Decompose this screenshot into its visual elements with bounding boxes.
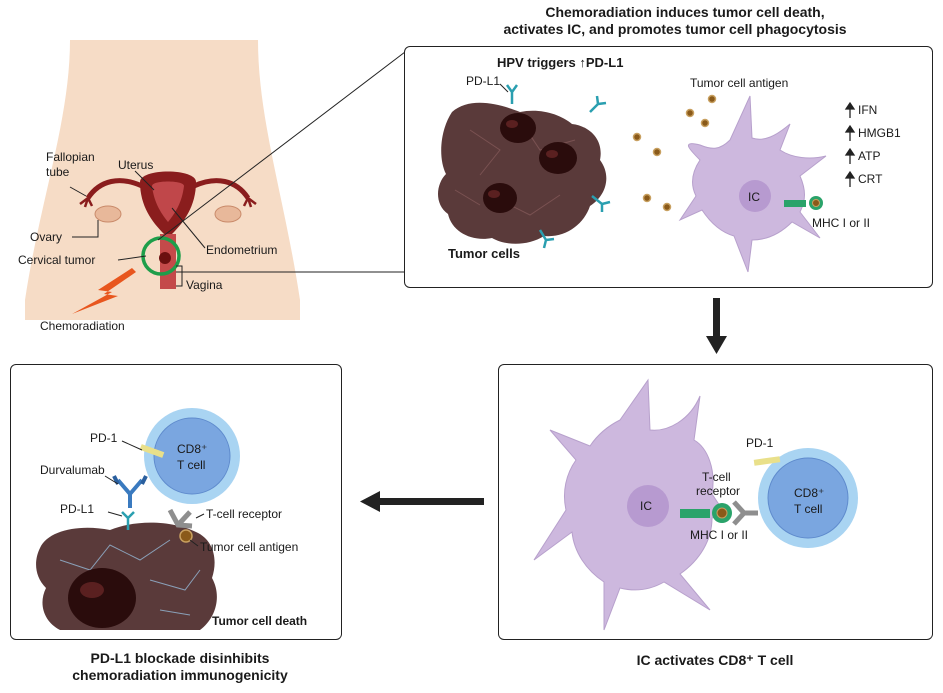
label-tumor-cell-death: Tumor cell death — [212, 614, 308, 628]
leader-vagina — [176, 265, 183, 287]
fallopian-tube-right — [192, 178, 251, 200]
label-ic-right: IC — [640, 499, 652, 513]
label-cd8-left-1: CD8⁺ — [177, 442, 208, 456]
label-durvalumab: Durvalumab — [40, 463, 105, 477]
top-title-line2: activates IC, and promotes tumor cell ph… — [503, 21, 847, 37]
label-cd8-right-1: CD8⁺ — [794, 486, 825, 500]
label-tcr-right-2: receptor — [696, 484, 741, 498]
tumor-antigen-left — [179, 529, 193, 543]
top-title-line1: Chemoradiation induces tumor cell death, — [545, 4, 825, 20]
label-tumor-cells: Tumor cells — [448, 246, 521, 261]
leader-endometrium — [171, 207, 206, 249]
fimbriae-left — [79, 197, 94, 208]
down-arrow-icon — [706, 298, 727, 354]
caption-left-line2: chemoradiation immunogenicity — [72, 667, 288, 683]
label-mhc-right: MHC I or II — [690, 528, 749, 542]
tcr-icon-left — [167, 508, 193, 529]
label-pd1-right: PD-1 — [746, 436, 774, 450]
label-fallopian-1: Fallopian — [46, 150, 95, 164]
tumor-nucleus-2 — [539, 142, 577, 174]
pd1-icon-right — [753, 456, 781, 466]
hpv-triggers-label: HPV triggers ↑PD-L1 — [497, 55, 624, 70]
tcr-icon-right — [732, 500, 758, 526]
label-endometrium: Endometrium — [206, 243, 278, 257]
label-fallopian-2: tube — [46, 165, 70, 179]
marker-atp: ATP — [858, 149, 881, 163]
tumor-texture — [454, 119, 576, 216]
fallopian-tube-left — [85, 178, 144, 200]
up-arrow-icons — [844, 101, 856, 187]
leader-cervical-tumor — [117, 255, 147, 261]
marker-ifn: IFN — [858, 103, 878, 117]
zoom-line-top — [157, 51, 406, 241]
leader-ovary — [72, 220, 99, 238]
label-ovary: Ovary — [30, 230, 63, 244]
chemoradiation-bolt-icon — [72, 268, 136, 314]
ic-nucleus-large — [627, 485, 669, 527]
cervical-tumor-spot — [159, 252, 171, 264]
leader-uterus — [134, 170, 155, 191]
label-cd8-right-2: T cell — [794, 502, 823, 516]
label-pd1-left: PD-1 — [90, 431, 118, 445]
label-tumor-cell-antigen: Tumor cell antigen — [690, 76, 789, 90]
cd8-tcell-body — [767, 457, 849, 539]
endometrium-shape — [152, 181, 184, 222]
label-ic-top: IC — [748, 190, 760, 204]
label-pdl1: PD-L1 — [466, 74, 501, 88]
up-arrow-icon: ↑ — [579, 55, 586, 70]
left-arrow-icon — [360, 491, 484, 512]
label-tcr-left: T-cell receptor — [206, 507, 283, 521]
marker-hmgb1: HMGB1 — [858, 126, 901, 140]
label-mhc-top: MHC I or II — [812, 216, 871, 230]
label-tcr-right-1: T-cell — [702, 470, 731, 484]
mhc-icon — [784, 200, 806, 207]
mhc-icon-right — [680, 509, 710, 518]
label-cd8-left-2: T cell — [177, 458, 206, 472]
pdl1-icon-left — [121, 511, 135, 530]
caption-right: IC activates CD8⁺ T cell — [636, 652, 794, 668]
dying-tumor-nucleus — [68, 568, 136, 628]
fimbriae-right — [242, 197, 257, 208]
label-vagina: Vagina — [186, 278, 223, 292]
pd1-icon-left — [139, 444, 165, 458]
tumor-nucleus-1 — [500, 113, 536, 143]
label-cervical-tumor: Cervical tumor — [18, 253, 96, 267]
label-chemoradiation: Chemoradiation — [40, 319, 125, 333]
caption-left-line1: PD-L1 blockade disinhibits — [90, 650, 270, 666]
tumor-cells-cluster — [438, 102, 607, 244]
ic-nucleus — [739, 180, 771, 212]
label-pdl1-left: PD-L1 — [60, 502, 95, 516]
label-tumor-antigen-left: Tumor cell antigen — [200, 540, 299, 554]
ovary-left — [94, 205, 122, 223]
tumor-cracks — [59, 539, 201, 616]
pdl1-receptor-icon — [505, 84, 611, 249]
ovary-right — [214, 205, 242, 223]
marker-crt: CRT — [858, 172, 883, 186]
cd8-tcell-body-left — [153, 417, 231, 495]
leader-fallopian — [69, 186, 87, 197]
label-uterus: Uterus — [118, 158, 154, 172]
durvalumab-antibody-icon — [112, 475, 148, 508]
